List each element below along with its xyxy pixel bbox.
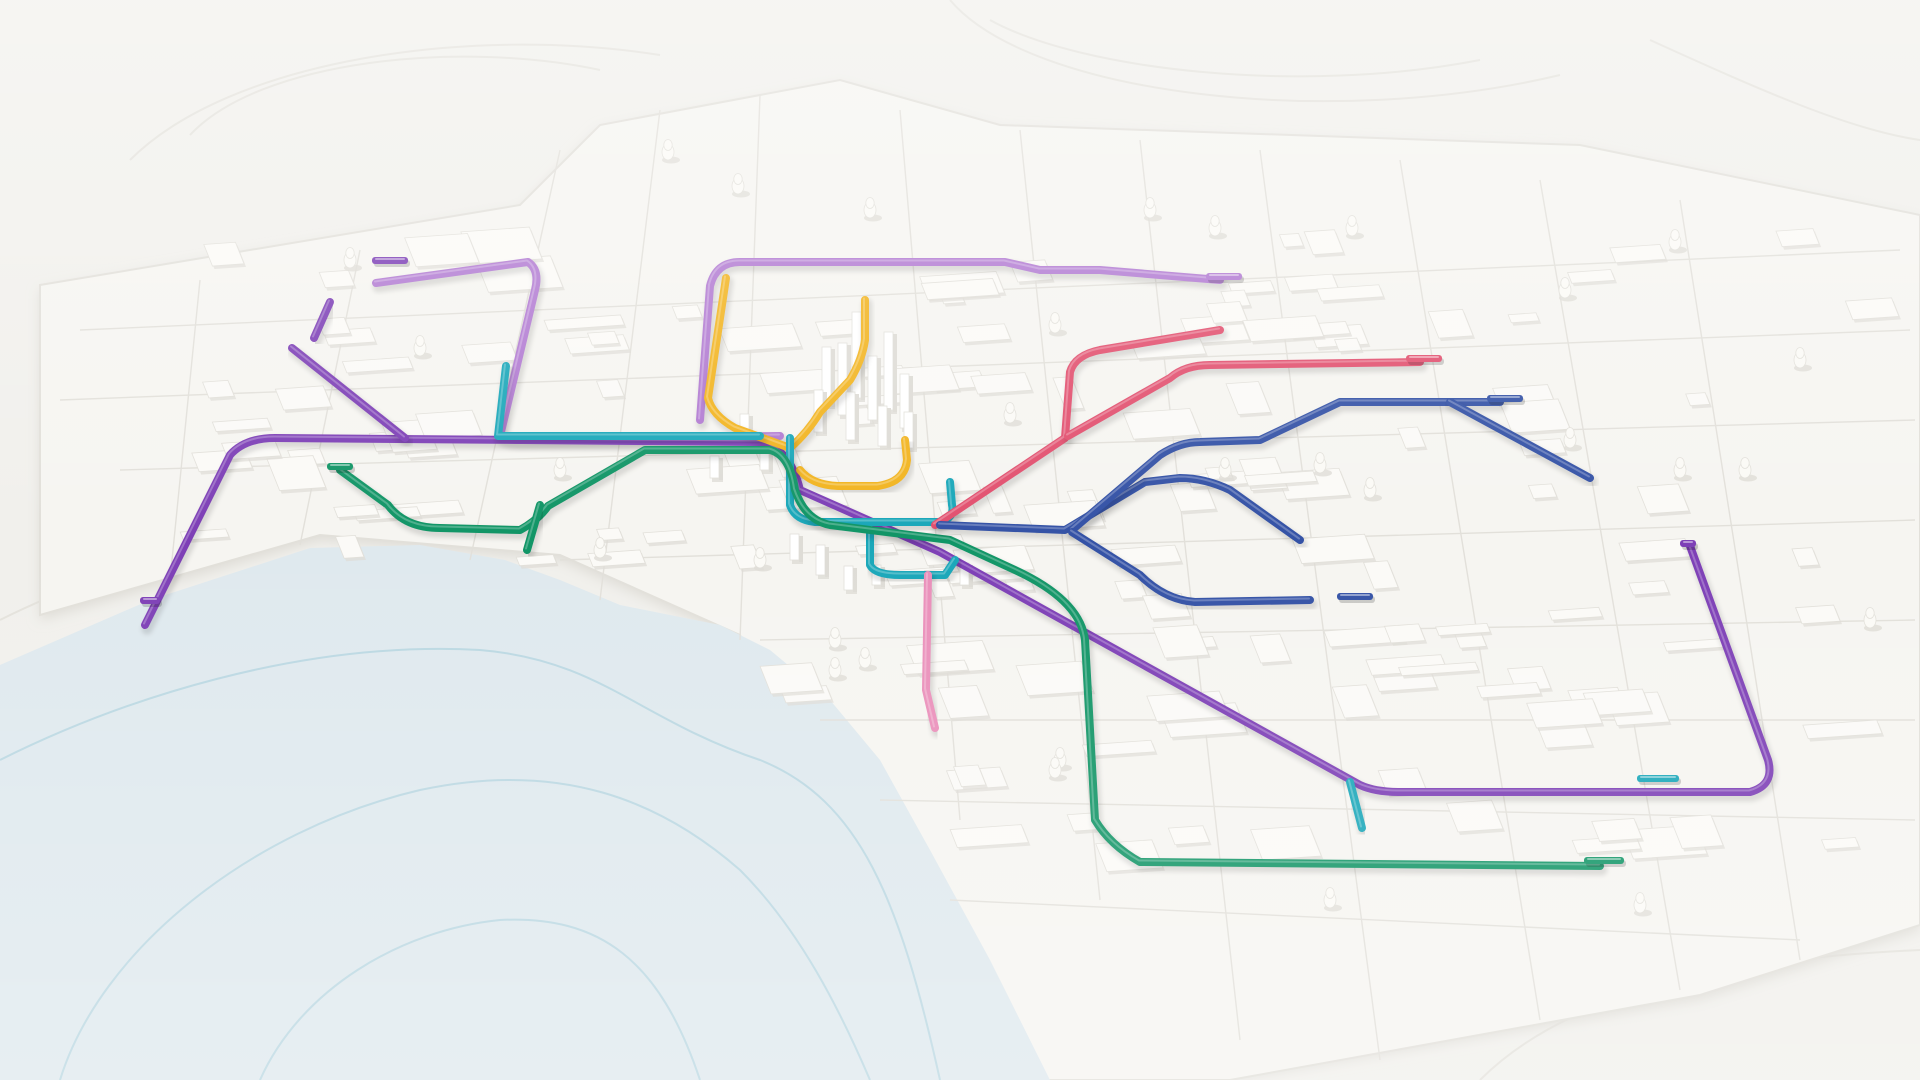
lighting-overlay	[0, 0, 1920, 1080]
transit-network-map	[0, 0, 1920, 1080]
